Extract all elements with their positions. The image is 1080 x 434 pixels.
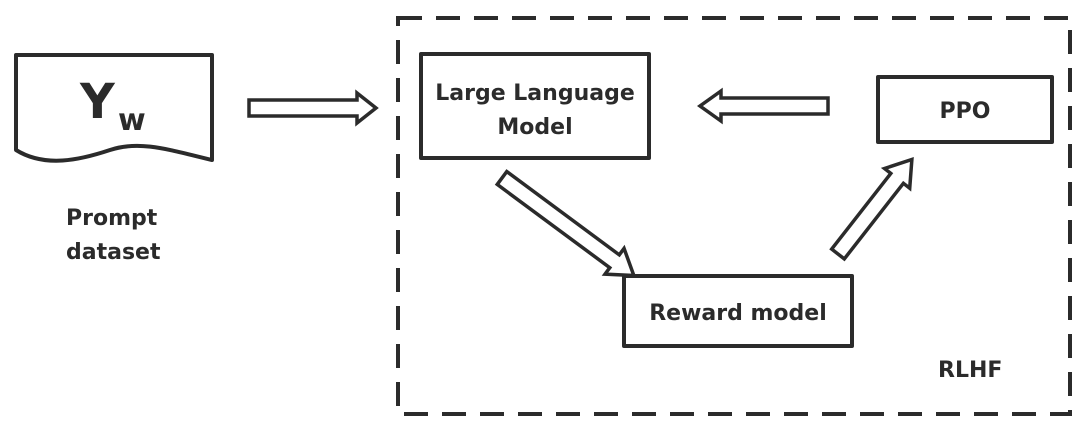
- arrow-ppo-to-llm: [696, 87, 830, 125]
- document-symbol: Y: [79, 74, 116, 130]
- arrow-dataset-to-llm: [247, 89, 379, 127]
- rlhf-boundary: [396, 16, 1072, 416]
- llm-label-line2: Model: [497, 115, 572, 140]
- rlhf-label: RLHF: [938, 358, 1002, 383]
- ppo-box: PPO: [876, 75, 1054, 144]
- prompt-dataset-document: Y w: [14, 53, 214, 163]
- arrow-llm-to-reward: [494, 169, 637, 278]
- document-symbol-main: Y: [79, 74, 116, 130]
- reward-model-box: Reward model: [622, 274, 854, 348]
- arrow-reward-to-ppo: [829, 156, 914, 262]
- llm-box: Large Language Model: [419, 52, 651, 160]
- prompt-dataset-caption-line1: Prompt: [66, 206, 158, 231]
- reward-model-label: Reward model: [649, 301, 827, 326]
- llm-label-line1: Large Language: [435, 81, 635, 106]
- ppo-label: PPO: [940, 99, 991, 124]
- document-symbol-subscript: w: [118, 103, 146, 138]
- prompt-dataset-caption-line2: dataset: [66, 240, 161, 265]
